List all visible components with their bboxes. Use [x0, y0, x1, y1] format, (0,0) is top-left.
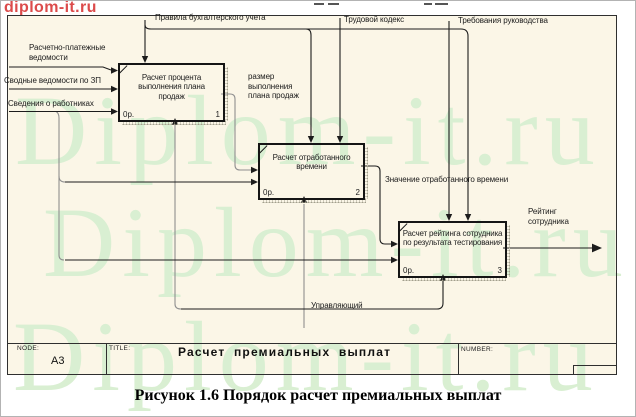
top-edge-mark — [314, 3, 324, 5]
frame-lines — [7, 15, 617, 375]
box-shadow — [402, 276, 506, 281]
activity-title: Расчет отработанного времени — [272, 153, 351, 172]
top-edge-mark — [328, 3, 339, 5]
box-shadow — [262, 198, 366, 203]
watermark-corner: diplom-it.ru — [4, 0, 97, 16]
activity-number: 3 — [497, 266, 502, 275]
activity-number: 1 — [215, 110, 220, 119]
activity-cost: 0р. — [403, 266, 415, 275]
arrow-label-input: Сведения о работниках — [8, 99, 94, 108]
title-field-label: TITLE: — [109, 345, 131, 352]
arrow-lines — [9, 18, 593, 310]
activity-box-3: Расчет рейтинга сотрудника по результата… — [398, 221, 507, 278]
box-corner-notch — [119, 65, 128, 74]
arrow-label-output: размер выполнения плана продаж — [248, 72, 299, 101]
arrow-label-control: Правила бухгалтерского учета — [155, 13, 266, 22]
node-field-label: NODE: — [17, 345, 40, 352]
box-shadow — [505, 225, 510, 277]
box-shadow — [223, 67, 228, 121]
activity-number: 2 — [355, 188, 360, 197]
box-shadow — [363, 147, 368, 199]
arrow-label-mechanism: Управляющий — [311, 301, 363, 310]
arrow-label-output: Рейтинг сотрудника — [528, 207, 569, 226]
internal-connector-lines — [55, 93, 305, 328]
top-edge-mark — [435, 3, 448, 5]
diagram-title: Расчет премиальных выплат — [178, 345, 392, 359]
diagram-frame-background — [8, 15, 617, 375]
arrow-label-output: Значение отработанного времени — [385, 175, 509, 184]
arrow-label-input: Расчетно-платежные ведомости — [29, 43, 106, 62]
activity-box-1: Расчет процента выполнения плана продаж … — [118, 63, 225, 122]
arrow-label-control: Требования руководства — [458, 16, 548, 25]
figure-caption: Рисунок 1.6 Порядок расчет премиальных в… — [134, 387, 502, 404]
activity-title: Расчет процента выполнения плана продаж — [138, 73, 205, 101]
number-field-label: NUMBER: — [461, 346, 494, 353]
activity-cost: 0р. — [123, 110, 135, 119]
arrow-label-input: Сводные ведомости по ЗП — [4, 76, 101, 85]
activity-cost: 0р. — [263, 188, 275, 197]
node-field-value: A3 — [51, 355, 65, 367]
arrow-label-control: Трудовой кодекс — [344, 15, 405, 24]
top-edge-mark — [424, 3, 432, 5]
activity-box-2: Расчет отработанного времени 0р. 2 — [258, 143, 365, 200]
activity-title: Расчет рейтинга сотрудника по результата… — [402, 229, 503, 248]
box-corner-notch — [259, 145, 268, 154]
box-shadow — [122, 120, 226, 125]
